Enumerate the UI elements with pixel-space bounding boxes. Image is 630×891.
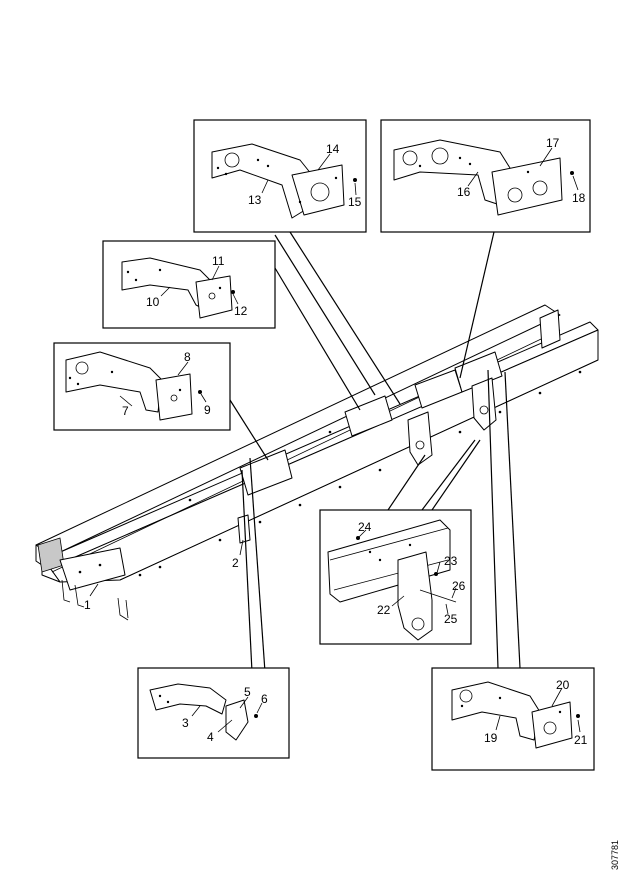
callout-15: 15	[348, 195, 362, 209]
callout-10: 10	[146, 295, 160, 309]
callout-14: 14	[326, 142, 340, 156]
callout-22: 22	[377, 603, 391, 617]
callout-5: 5	[244, 685, 251, 699]
callout-4: 4	[207, 730, 214, 744]
callout-8: 8	[184, 350, 191, 364]
leader-lines	[89, 147, 581, 733]
callout-1: 1	[84, 598, 91, 612]
callout-3: 3	[182, 716, 189, 730]
callout-19: 19	[484, 731, 498, 745]
chassis-frame	[35, 304, 599, 621]
callout-7: 7	[122, 404, 129, 418]
callout-9: 9	[204, 403, 211, 417]
callout-6: 6	[261, 692, 268, 706]
callout-labels: 1 2 3 4 5 6 7 8 9 10 11 12 13 14 15 16 1…	[84, 136, 588, 747]
detail-box-10-12	[102, 240, 276, 329]
callout-2: 2	[232, 556, 239, 570]
callout-24: 24	[358, 520, 372, 534]
callout-16: 16	[457, 185, 471, 199]
callout-18: 18	[572, 191, 586, 205]
callout-26: 26	[452, 579, 466, 593]
callout-13: 13	[248, 193, 262, 207]
detail-box-22-26	[319, 509, 472, 645]
callout-17: 17	[546, 136, 560, 150]
connector-lines	[229, 231, 521, 673]
callout-23: 23	[444, 554, 458, 568]
callout-21: 21	[574, 733, 588, 747]
callout-12: 12	[234, 304, 248, 318]
callout-25: 25	[444, 612, 458, 626]
detail-box-16-18	[380, 119, 591, 233]
detail-box-7-9	[53, 342, 231, 431]
detail-box-19-21	[431, 667, 595, 771]
callout-20: 20	[556, 678, 570, 692]
detail-box-3-6	[137, 667, 290, 759]
detail-box-13-15	[193, 119, 367, 233]
reference-number: 307781	[610, 840, 620, 870]
callout-11: 11	[212, 254, 225, 268]
